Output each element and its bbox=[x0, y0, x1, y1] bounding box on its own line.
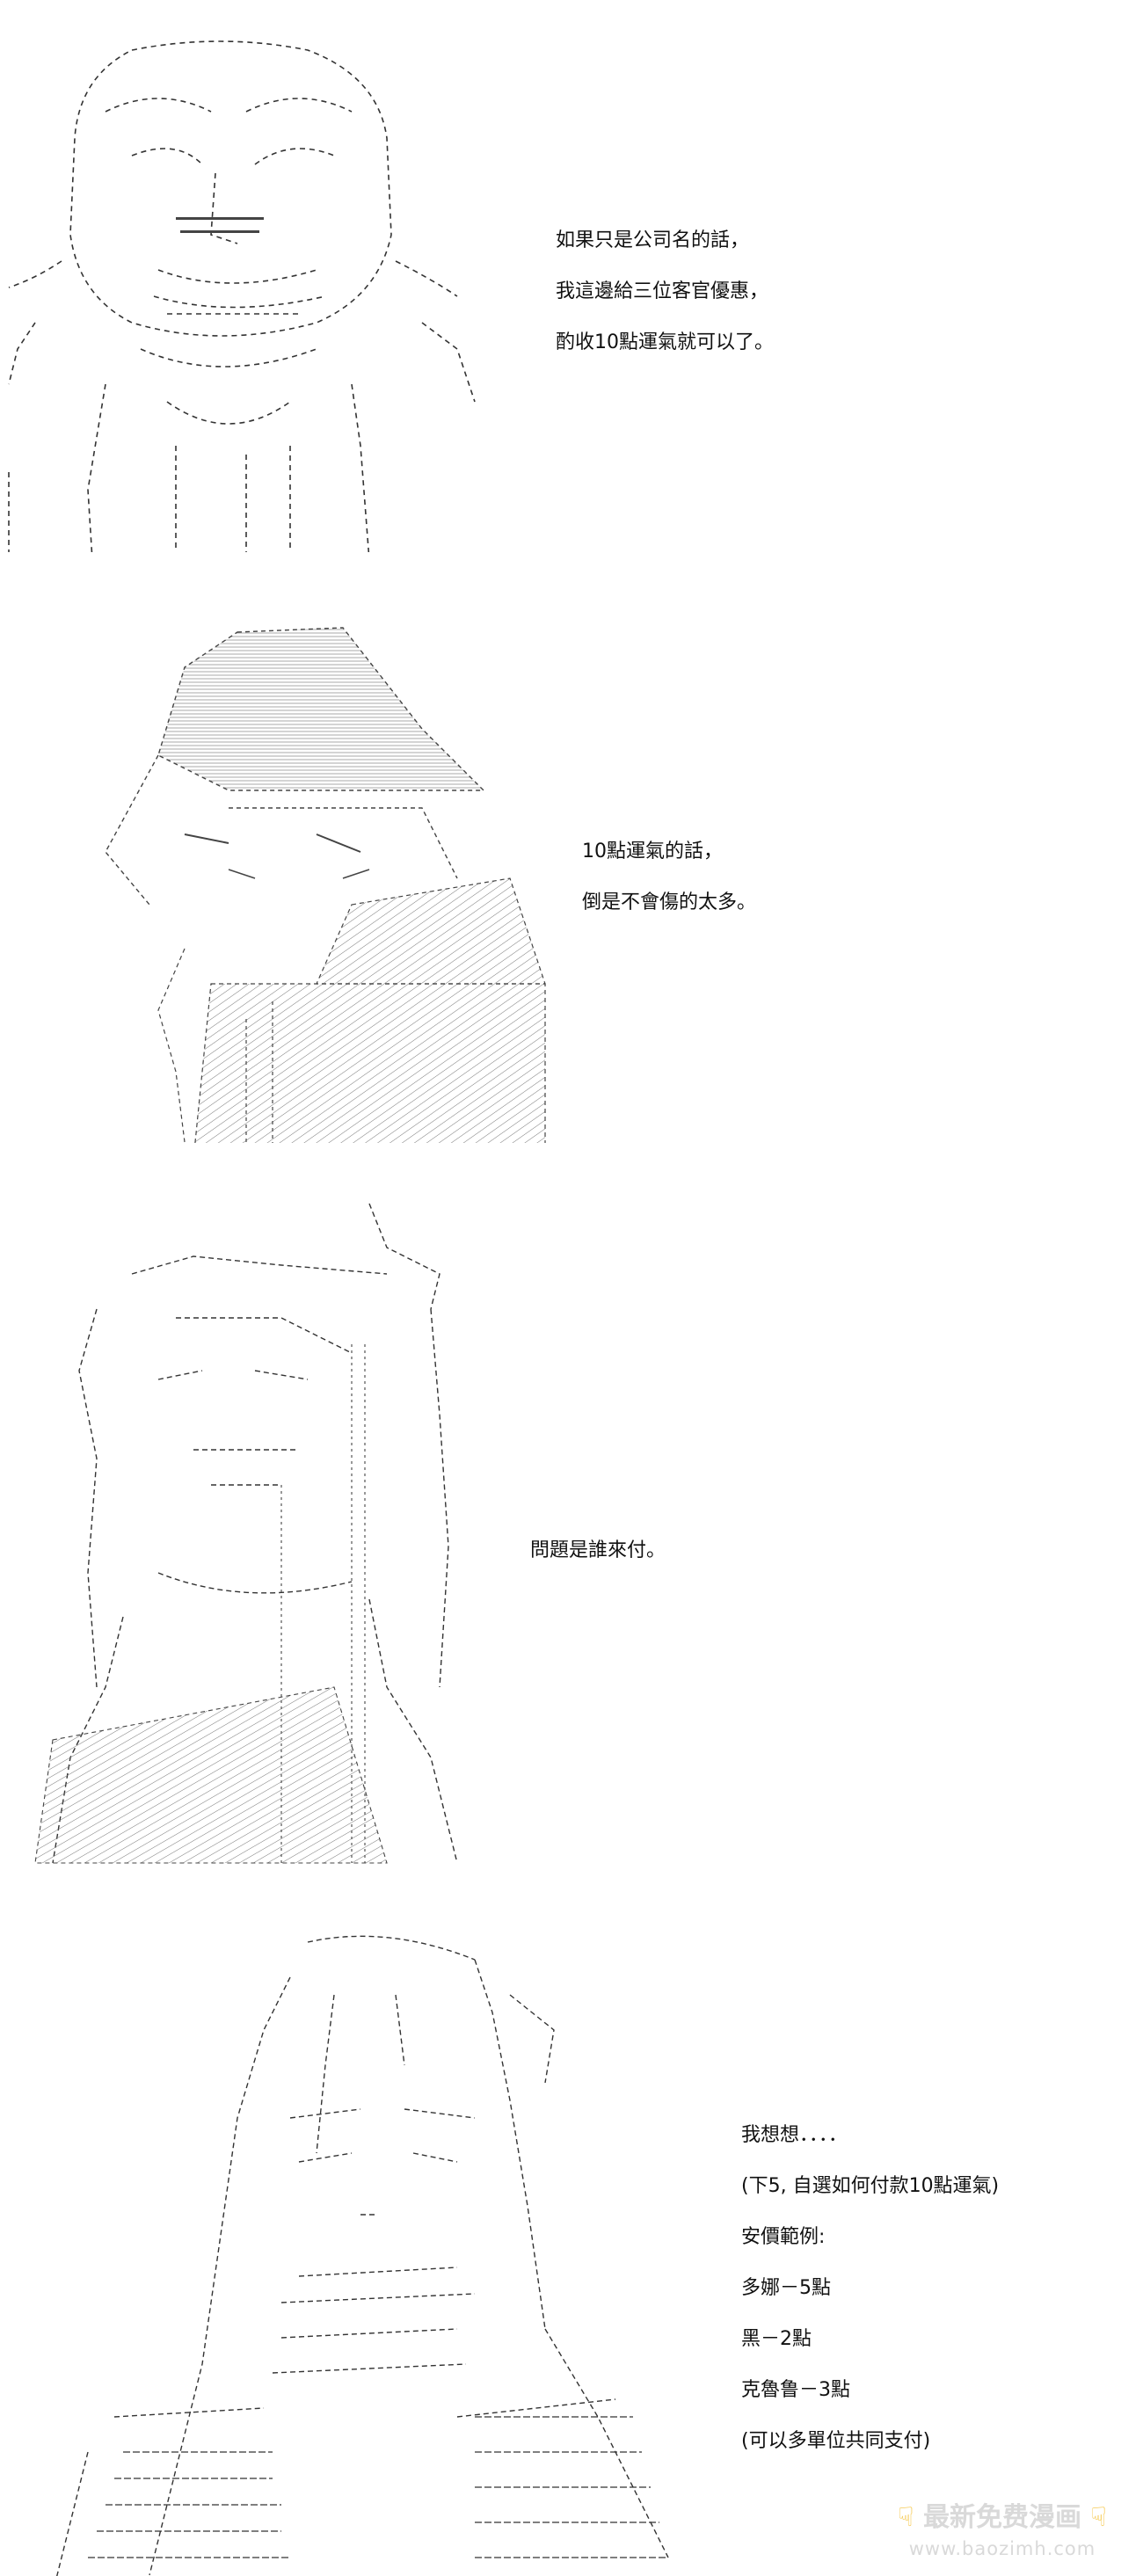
caption-line: 我這邊給三位客官優惠， bbox=[556, 280, 769, 302]
ascii-art-girl-figure bbox=[0, 1908, 695, 2576]
caption-line: 問題是誰來付。 bbox=[530, 1539, 666, 1561]
long-hair-figure-drawing bbox=[34, 1203, 458, 1864]
caption-line: 10點運氣的話， bbox=[582, 840, 723, 862]
bald-man-drawing bbox=[8, 40, 476, 552]
watermark-title: 最新免费漫画 bbox=[923, 2502, 1081, 2533]
girl-figure-drawing bbox=[56, 1935, 669, 2576]
caption-line: 如果只是公司名的話， bbox=[556, 229, 750, 251]
watermark: ☟ 最新免费漫画 ☟ www.baozimh.com bbox=[866, 2500, 1139, 2570]
panel-3: 問題是誰來付。 bbox=[0, 1152, 1143, 1873]
panel-1: 如果只是公司名的話， 我這邊給三位客官優惠， 酌收10點運氣就可以了。 bbox=[0, 0, 1143, 563]
watermark-url: www.baozimh.com bbox=[908, 2538, 1096, 2559]
panel-3-captions: 問題是誰來付。 bbox=[530, 1525, 666, 1576]
ascii-art-bald-man bbox=[0, 16, 492, 552]
caption-line: 克魯鲁－3點 bbox=[741, 2379, 850, 2401]
caption-line: 黑－2點 bbox=[741, 2328, 812, 2350]
watermark-title-row: ☟ 最新免费漫画 ☟ bbox=[866, 2500, 1139, 2536]
pointing-hand-icon: ☟ bbox=[898, 2502, 914, 2533]
caption-line: (可以多單位共同支付) bbox=[741, 2430, 931, 2452]
caption-line: 倒是不會傷的太多。 bbox=[582, 891, 757, 913]
panel-2-captions: 10點運氣的話， 倒是不會傷的太多。 bbox=[582, 826, 756, 928]
ascii-art-long-hair-figure bbox=[18, 1178, 475, 1864]
panel-4: 我想想．．．． (下5, 自選如何付款10點運氣) 安價範例: 多娜－5點 黑－… bbox=[0, 1873, 1143, 2576]
caption-line: (下5, 自選如何付款10點運氣) bbox=[741, 2175, 1000, 2197]
caption-line: 多娜－5點 bbox=[741, 2277, 831, 2299]
caption-line: 我想想．．．． bbox=[741, 2124, 848, 2146]
panel-1-captions: 如果只是公司名的話， 我這邊給三位客官優惠， 酌收10點運氣就可以了。 bbox=[556, 215, 774, 368]
panel-2: 10點運氣的話， 倒是不會傷的太多。 bbox=[0, 563, 1143, 1152]
caption-line: 酌收10點運氣就可以了。 bbox=[556, 331, 774, 353]
hooded-figure-drawing bbox=[105, 627, 546, 1143]
caption-line: 安價範例: bbox=[741, 2226, 826, 2248]
pointing-hand-icon: ☟ bbox=[1090, 2502, 1107, 2533]
ascii-art-hooded-figure bbox=[53, 598, 563, 1143]
panel-4-captions: 我想想．．．． (下5, 自選如何付款10點運氣) 安價範例: 多娜－5點 黑－… bbox=[741, 2110, 999, 2467]
